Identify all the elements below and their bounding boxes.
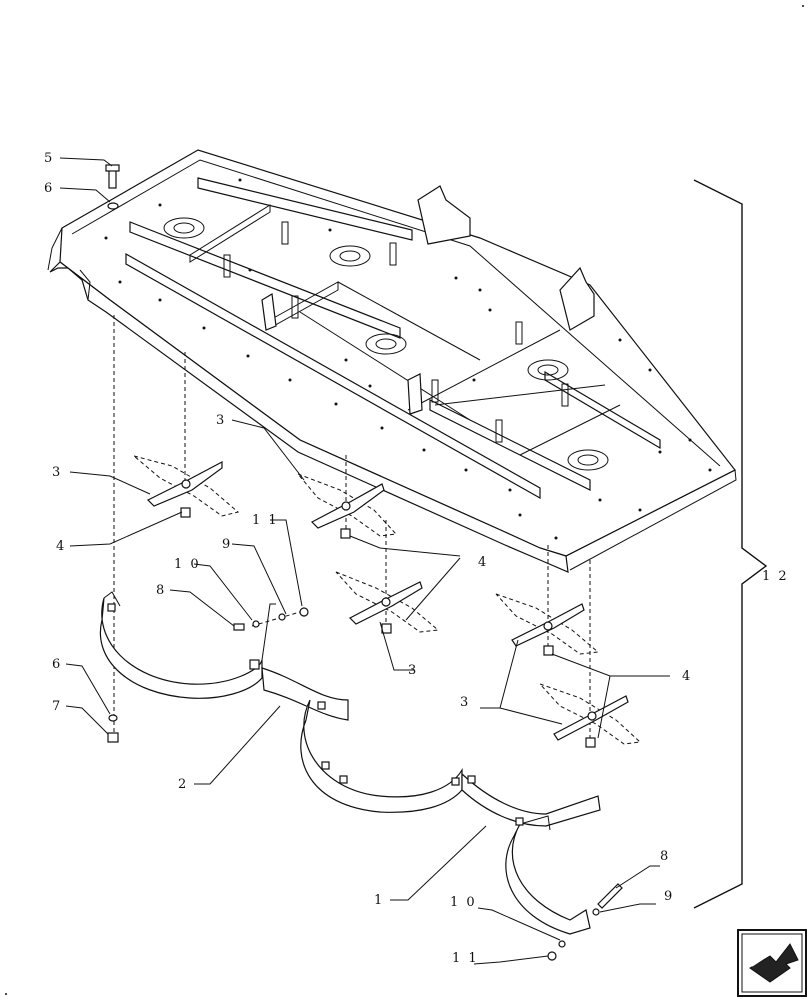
- callout-11: 1 1: [252, 513, 279, 528]
- blade-1: [133, 455, 240, 518]
- baffle-middle: [261, 667, 463, 813]
- mower-deck: [47, 149, 737, 573]
- callout-8: 8: [156, 583, 166, 598]
- callout-7: 7: [52, 699, 62, 714]
- blade-4: [495, 593, 600, 656]
- blade-3: [335, 571, 440, 634]
- callout-5: 5: [44, 151, 54, 166]
- blade-2: [296, 472, 398, 539]
- forward-arrow-icon[interactable]: [737, 929, 807, 997]
- callout-8: 8: [660, 849, 670, 864]
- baffle-left: [99, 591, 276, 699]
- callout-1: 1: [374, 893, 384, 908]
- callout-10: 1 0: [174, 557, 201, 572]
- callout-12: 1 2: [762, 569, 789, 584]
- callout-4: 4: [478, 555, 488, 570]
- callout-9: 9: [664, 889, 674, 904]
- callout-3: 3: [52, 465, 62, 480]
- blade-5: [539, 683, 642, 748]
- callout-4: 4: [56, 539, 66, 554]
- callout-6: 6: [44, 181, 54, 196]
- callout-3: 3: [460, 695, 470, 710]
- callout-6: 6: [52, 657, 62, 672]
- callout-11: 1 1: [452, 951, 479, 966]
- baffle-right: [461, 772, 601, 935]
- callout-10: 1 0: [450, 895, 477, 910]
- callout-3: 3: [216, 413, 226, 428]
- callout-4: 4: [682, 669, 692, 684]
- callout-9: 9: [222, 537, 232, 552]
- callout-labels: 5 6 3 3 4 1 1 9 1 0 8 4 3 4 3 6 7 2 1 2 …: [44, 151, 789, 966]
- callout-3: 3: [408, 663, 418, 678]
- callout-2: 2: [178, 777, 188, 792]
- leader-lines: [59, 157, 768, 965]
